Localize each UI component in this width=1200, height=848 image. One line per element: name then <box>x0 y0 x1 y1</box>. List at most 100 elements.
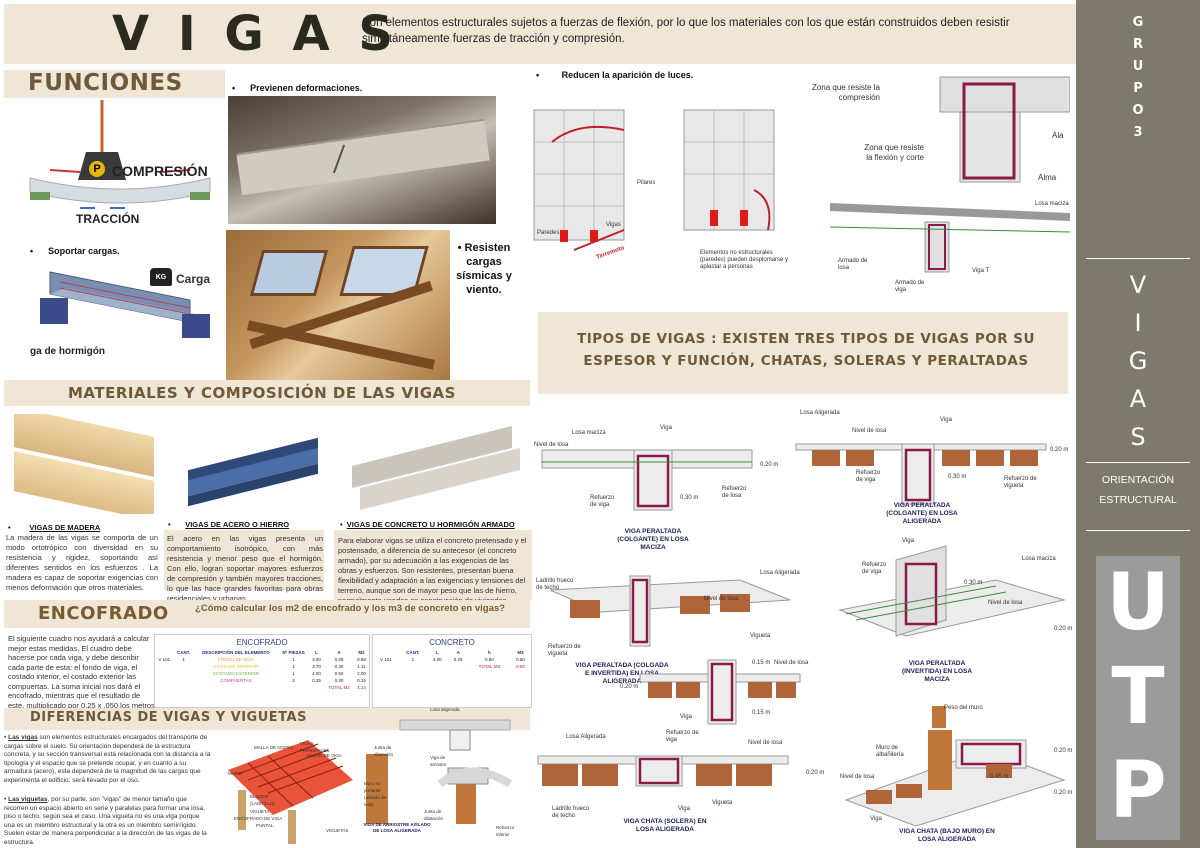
kg-weight-icon: KG <box>150 268 172 286</box>
encofrado-table-cell: FONDO DE VIGA <box>218 657 254 662</box>
concrete-beams-photo <box>346 416 522 512</box>
d6-nivel-losa: Nivel de losa <box>840 774 875 780</box>
d1-caption: VIGA PERALTADA (COLGANTE) EN LOSA MACIZA <box>617 528 689 551</box>
d3-vigueta: Vigueta <box>750 633 771 639</box>
d3-ladrillo: Ladrillo hueco de techo <box>536 578 574 591</box>
diferencias-band <box>4 708 530 730</box>
wood-roof-photo <box>226 230 450 386</box>
encofrado-table-cell <box>155 670 174 677</box>
beam-load-diagram <box>40 271 210 338</box>
d2-losa-aligerada: Losa Aligerada <box>800 410 840 416</box>
d6-viga: Viga <box>870 816 882 822</box>
d3-caption: VIGA PERALTADA (COLGADA E INVERTIDA) EN … <box>575 662 669 685</box>
vigas-paragraph: • Las vigas son elementos estructurales … <box>4 734 211 784</box>
elementos-note: Elementos no estructurales (paredes) pue… <box>700 250 789 270</box>
concreto-table-cell: 0.50 <box>516 657 525 662</box>
utp-logo-letter: P <box>1109 746 1167 836</box>
zona-compresion-label: Zona que resiste la compresión <box>811 83 880 102</box>
page-title: V I G A S <box>112 6 399 62</box>
sidebar-divider-top <box>1086 258 1190 259</box>
encofrado-table-cell <box>155 663 174 670</box>
encofrado-table-total-row: TOTAL M2 4.14 <box>155 684 369 691</box>
resisten-bullet: • Resisten cargas sísmicas y viento. <box>456 242 512 296</box>
encofrado-table-cell <box>174 663 194 670</box>
diagram-label-viguetas: VIGUETAS <box>326 828 349 833</box>
sidebar-subtitle-2: ESTRUCTURAL <box>1099 494 1177 506</box>
slab-grid-diagram <box>228 740 353 844</box>
soportar-bullet: • Soportar cargas. <box>30 246 120 256</box>
steel-beam-photo <box>178 424 328 510</box>
d6-caption: VIGA CHATA (BAJO MURO) EN LOSA ALIGERADA <box>899 828 995 843</box>
peraltada-aligerada-diagram <box>795 443 1047 505</box>
concreto-heading: • VIGAS DE CONCRETO U HORMIGÓN ARMADO <box>340 520 515 529</box>
d3b-nivel-losa: Nivel de losa <box>774 660 809 666</box>
acero-text: El acero en las vigas presenta un compor… <box>167 534 323 603</box>
arriostre-label-junta: Junta de dilatación <box>374 745 394 757</box>
invertida-section-diagram <box>639 659 801 725</box>
d4-caption: VIGA PERALTADA (INVERTIDA) EN LOSA MACIZ… <box>901 660 973 683</box>
sidebar-grupo-letter: P <box>1133 81 1143 96</box>
encofrado-question: ¿Cómo calcular los m2 de encofrado y los… <box>195 603 505 614</box>
compresion-label: COMPRESIÓN <box>112 163 208 179</box>
sidebar-vigas-letter: V <box>1129 271 1147 299</box>
encofrado-table-cell: 0.15 <box>357 678 366 683</box>
carga-label: Carga <box>176 272 211 286</box>
luces-bullet: • Reducen la aparición de luces. <box>536 70 694 80</box>
diagram-label-malla: MALLA DE ACERO <box>254 745 294 750</box>
concreto-table-cell: V 101 <box>379 657 392 662</box>
encofrado-table-header-cell: A <box>337 650 341 655</box>
funciones-title: FUNCIONES <box>28 70 183 96</box>
d5-dim-020: 0.20 m <box>806 770 825 776</box>
encofrado-table-header-cell: M2 <box>358 650 365 655</box>
d1-dim-030: 0.30 m <box>680 495 699 501</box>
concreto-table-header-cell: h <box>487 650 491 655</box>
concreto-text: Para elaborar vigas se utiliza el concre… <box>338 536 527 605</box>
encofrado-table-cell: 0.30 <box>334 664 344 669</box>
concreto-table-title: CONCRETO <box>429 638 475 647</box>
encofrado-table-total-label: TOTAL M2 <box>328 685 350 690</box>
armado-viga-label: Armado de viga <box>895 280 925 293</box>
encofrado-table-cell: 0.88 <box>357 657 366 662</box>
sidebar-grupo-letter: U <box>1132 59 1144 74</box>
encofrado-table-total-value: 4.14 <box>357 685 366 690</box>
encofrado-table-cell: 1 <box>292 657 295 662</box>
madera-heading: • VIGAS DE MADERA <box>8 523 101 532</box>
alma-label: Alma <box>1038 173 1057 182</box>
encofrado-table-cell: 4.00 <box>312 671 321 676</box>
d2-nivel-losa: Nivel de losa <box>852 428 887 434</box>
encofrado-table-header-cell <box>155 649 174 656</box>
d2-viga: Viga <box>940 417 952 423</box>
encofrado-table-cell: COSTADO INTERIOR <box>213 664 259 669</box>
arriostre-label-viga: Viga de arriostre <box>430 755 447 767</box>
d1-dim-020: 0.20 m <box>760 462 779 468</box>
zona-flexion-label: Zona que resiste la flexión y corte <box>864 143 924 162</box>
d3-losa-aligerada: Losa Aligerada <box>760 570 800 576</box>
vigas-label: Vigas <box>606 222 621 228</box>
d5-ladrillo: Ladrillo hueco de techo <box>552 806 590 819</box>
concreto-table-cell: 0.25 <box>453 657 463 662</box>
encofrado-band <box>4 600 530 628</box>
sidebar-grupo-letter: O <box>1132 103 1144 118</box>
peraltada-invertida-maciza-diagram <box>838 545 1066 637</box>
diagram-label-vigas-principales: VIGAS PRINCIPALES <box>300 741 330 753</box>
sidebar-divider-mid <box>1086 462 1190 463</box>
pilares-label: Pilares <box>637 180 656 186</box>
diagram-label-encofrado: ENCOFRADO DE VIGA <box>234 816 283 821</box>
encofrado-table-cell: COMPUERTAS <box>220 678 252 683</box>
arriostre-label-junta2: Junta de dilatación <box>424 809 444 821</box>
diagram-label-vigueta: VIGUETA <box>250 809 270 814</box>
encofrado-table-header-cell: Nº PIEZAS <box>282 650 305 655</box>
encofrado-table-cell <box>174 670 194 677</box>
d4-refuerzo-viga: Refuerzo de viga <box>862 562 887 575</box>
viguetas-paragraph: • Las viguetas, por su parte, son "vigas… <box>4 796 207 846</box>
encofrado-table-cell: V 101 <box>158 657 171 662</box>
